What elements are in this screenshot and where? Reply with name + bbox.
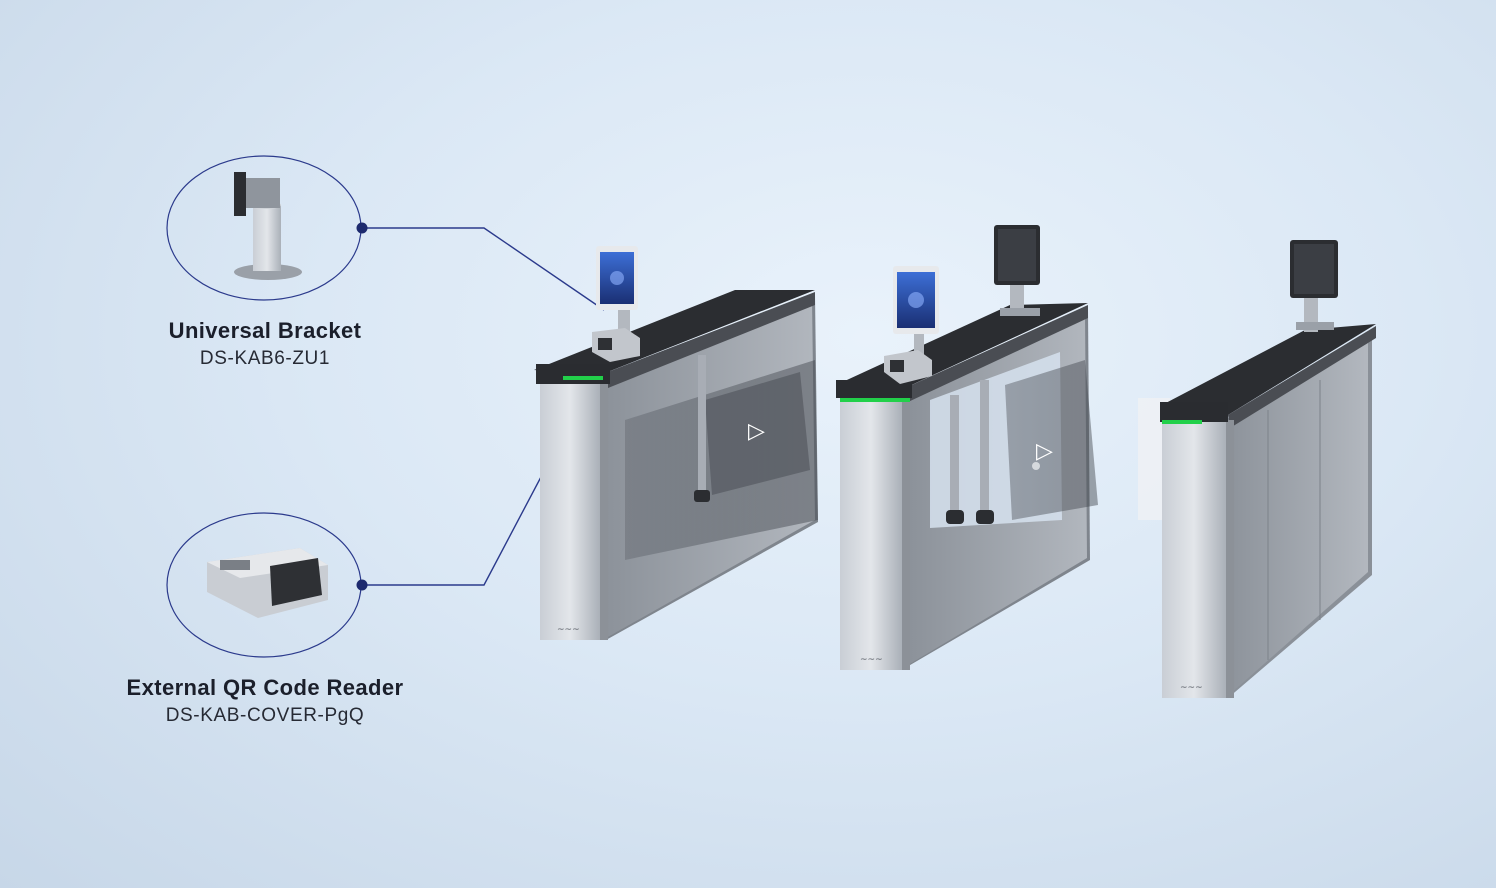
turnstile-cabinet-2: ▷ ~~~ xyxy=(836,225,1098,670)
qr-reader-callout xyxy=(166,383,591,658)
qr-code-reader-icon xyxy=(207,548,328,618)
universal-bracket-model: DS-KAB6-ZU1 xyxy=(199,348,331,369)
svg-text:~~~: ~~~ xyxy=(1180,683,1203,693)
qr-reader-label: External QR Code Reader DS-KAB-COVER-PgQ xyxy=(70,675,460,727)
turnstile-cabinet-1: ▷ ~~~ xyxy=(534,246,818,640)
svg-text:~~~: ~~~ xyxy=(557,625,580,635)
universal-bracket-label: Universal Bracket DS-KAB6-ZU1 xyxy=(120,318,410,370)
turnstile-cabinet-3: ~~~ xyxy=(1138,240,1376,698)
svg-text:▷: ▷ xyxy=(1036,439,1053,464)
universal-bracket-icon xyxy=(234,172,302,280)
svg-text:~~~: ~~~ xyxy=(860,655,883,665)
universal-bracket-callout xyxy=(166,155,605,311)
universal-bracket-title: Universal Bracket xyxy=(168,318,362,343)
svg-text:▷: ▷ xyxy=(748,419,765,444)
qr-reader-model: DS-KAB-COVER-PgQ xyxy=(165,705,365,726)
qr-reader-title: External QR Code Reader xyxy=(126,675,404,700)
